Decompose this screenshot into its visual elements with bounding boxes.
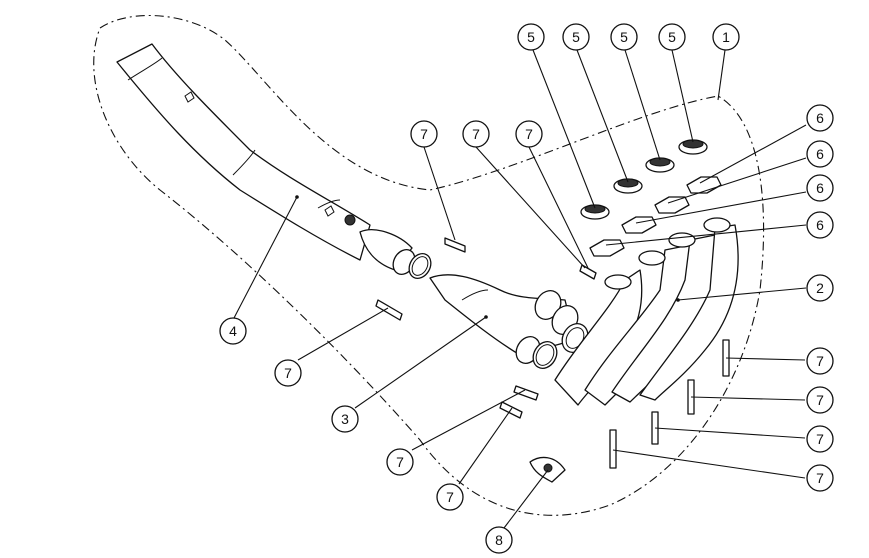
callout-5d: 5 <box>658 23 686 51</box>
svg-text:5: 5 <box>527 29 535 45</box>
svg-text:1: 1 <box>722 29 730 45</box>
callout-7h: 7 <box>806 386 834 414</box>
svg-text:7: 7 <box>284 365 292 381</box>
link-pipe-part-4 <box>116 43 432 279</box>
headers-part-2 <box>554 217 739 406</box>
svg-text:7: 7 <box>816 470 824 486</box>
svg-text:6: 6 <box>816 146 824 162</box>
svg-text:5: 5 <box>668 29 676 45</box>
svg-text:7: 7 <box>396 454 404 470</box>
callout-6a: 6 <box>806 104 834 132</box>
svg-text:6: 6 <box>816 110 824 126</box>
springs-part-7 <box>375 237 730 469</box>
callout-6b: 6 <box>806 140 834 168</box>
svg-text:2: 2 <box>816 280 824 296</box>
collector-part-3 <box>429 274 589 369</box>
svg-text:7: 7 <box>816 431 824 447</box>
svg-text:6: 6 <box>816 217 824 233</box>
callout-7b: 7 <box>462 120 490 148</box>
svg-text:7: 7 <box>816 392 824 408</box>
callout-7f: 7 <box>436 483 464 511</box>
svg-text:4: 4 <box>229 323 237 339</box>
svg-text:6: 6 <box>816 180 824 196</box>
callout-3: 3 <box>331 405 359 433</box>
svg-text:7: 7 <box>446 489 454 505</box>
svg-text:7: 7 <box>472 126 480 142</box>
callout-4: 4 <box>219 317 247 345</box>
svg-text:7: 7 <box>420 126 428 142</box>
callout-7g: 7 <box>806 347 834 375</box>
callout-5c: 5 <box>610 23 638 51</box>
callout-7i: 7 <box>806 425 834 453</box>
callout-5b: 5 <box>562 23 590 51</box>
callout-1: 1 <box>712 23 740 51</box>
svg-text:8: 8 <box>495 532 503 548</box>
leader-lines <box>233 49 807 529</box>
callout-2: 2 <box>806 274 834 302</box>
callout-8: 8 <box>485 526 513 554</box>
svg-text:7: 7 <box>816 353 824 369</box>
callout-6d: 6 <box>806 211 834 239</box>
callout-7j: 7 <box>806 464 834 492</box>
callout-7e: 7 <box>386 448 414 476</box>
svg-text:3: 3 <box>341 411 349 427</box>
callout-7a: 7 <box>410 120 438 148</box>
svg-text:5: 5 <box>620 29 628 45</box>
callout-6c: 6 <box>806 174 834 202</box>
callout-5a: 5 <box>517 23 545 51</box>
callout-7d: 7 <box>274 359 302 387</box>
callout-7c: 7 <box>515 120 543 148</box>
gaskets-part-5 <box>580 139 708 220</box>
svg-text:5: 5 <box>572 29 580 45</box>
svg-text:7: 7 <box>525 126 533 142</box>
bracket-part-8 <box>529 456 566 483</box>
